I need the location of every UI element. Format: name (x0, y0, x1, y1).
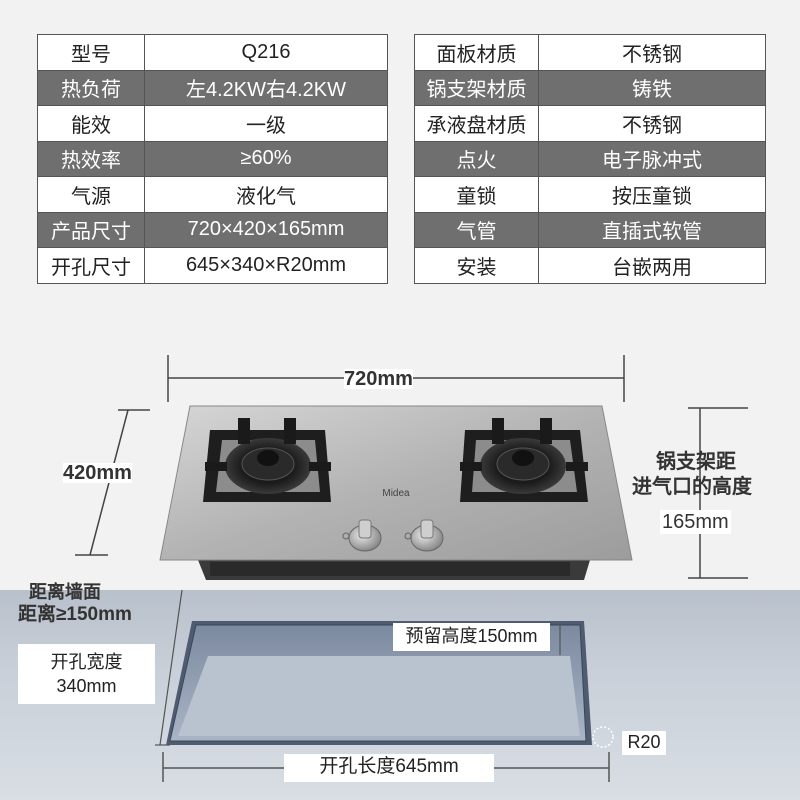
spec-row: 承液盘材质不锈钢 (414, 105, 766, 142)
spec-table-right: 面板材质不锈钢锅支架材质铸铁承液盘材质不锈钢点火电子脉冲式童锁按压童锁气管直插式… (414, 34, 766, 284)
width-label: 720mm (344, 368, 413, 390)
cutout-width-line2: 340mm (56, 676, 117, 696)
spec-value: 直插式软管 (538, 211, 766, 248)
spec-row: 面板材质不锈钢 (414, 34, 766, 71)
reserved-height-label: 预留高度150mm (393, 623, 550, 651)
spec-row: 能效一级 (37, 105, 388, 142)
spec-row: 锅支架材质铸铁 (414, 69, 766, 106)
cutout-length-label: 开孔长度645mm (284, 754, 494, 782)
spec-label: 热负荷 (37, 69, 145, 106)
spec-label: 能效 (37, 105, 145, 142)
spec-label: 气源 (37, 176, 145, 213)
left-burner (203, 418, 331, 502)
left-knob[interactable] (342, 519, 382, 552)
cutout-width-box: 开孔宽度 340mm (18, 644, 155, 704)
wall-distance-line2: 距离≥150mm (18, 604, 132, 625)
spec-value: ≥60% (144, 140, 388, 177)
spec-value: 电子脉冲式 (538, 140, 766, 177)
spec-label: 面板材质 (414, 34, 539, 71)
spec-value: 645×340×R20mm (144, 247, 388, 284)
right-knob[interactable] (404, 519, 444, 552)
spec-row: 安装台嵌两用 (414, 247, 766, 284)
spec-row: 气管直插式软管 (414, 211, 766, 248)
spec-value: 不锈钢 (538, 34, 766, 71)
wall-distance-line (155, 589, 183, 746)
height-title-line1: 锅支架距 (656, 451, 736, 473)
spec-label: 安装 (414, 247, 539, 284)
stove-underbody (198, 560, 590, 580)
spec-label: 承液盘材质 (414, 105, 539, 142)
spec-label: 童锁 (414, 176, 539, 213)
spec-value: 左4.2KW右4.2KW (144, 69, 388, 106)
spec-value: 720×420×165mm (144, 211, 388, 248)
spec-row: 热负荷左4.2KW右4.2KW (37, 69, 388, 106)
corner-radius-label: R20 (622, 731, 666, 755)
height-title-line2: 进气口的高度 (632, 476, 752, 498)
wall-distance-line1: 距离墙面 (29, 582, 101, 602)
spec-value: 台嵌两用 (538, 247, 766, 284)
depth-label: 420mm (63, 462, 132, 484)
right-burner (460, 418, 588, 502)
spec-value: 铸铁 (538, 69, 766, 106)
spec-row: 气源液化气 (37, 176, 388, 213)
spec-row: 热效率≥60% (37, 140, 388, 177)
height-label: 165mm (660, 510, 731, 534)
spec-label: 点火 (414, 140, 539, 177)
brand-logo: Midea (382, 488, 410, 499)
cutout-width-line1: 开孔宽度 (50, 652, 123, 672)
spec-label: 产品尺寸 (37, 211, 145, 248)
spec-label: 锅支架材质 (414, 69, 539, 106)
cutout-tray (166, 621, 614, 748)
height-dimension-line (688, 407, 748, 579)
spec-value: 不锈钢 (538, 105, 766, 142)
spec-label: 热效率 (37, 140, 145, 177)
spec-row: 点火电子脉冲式 (414, 140, 766, 177)
